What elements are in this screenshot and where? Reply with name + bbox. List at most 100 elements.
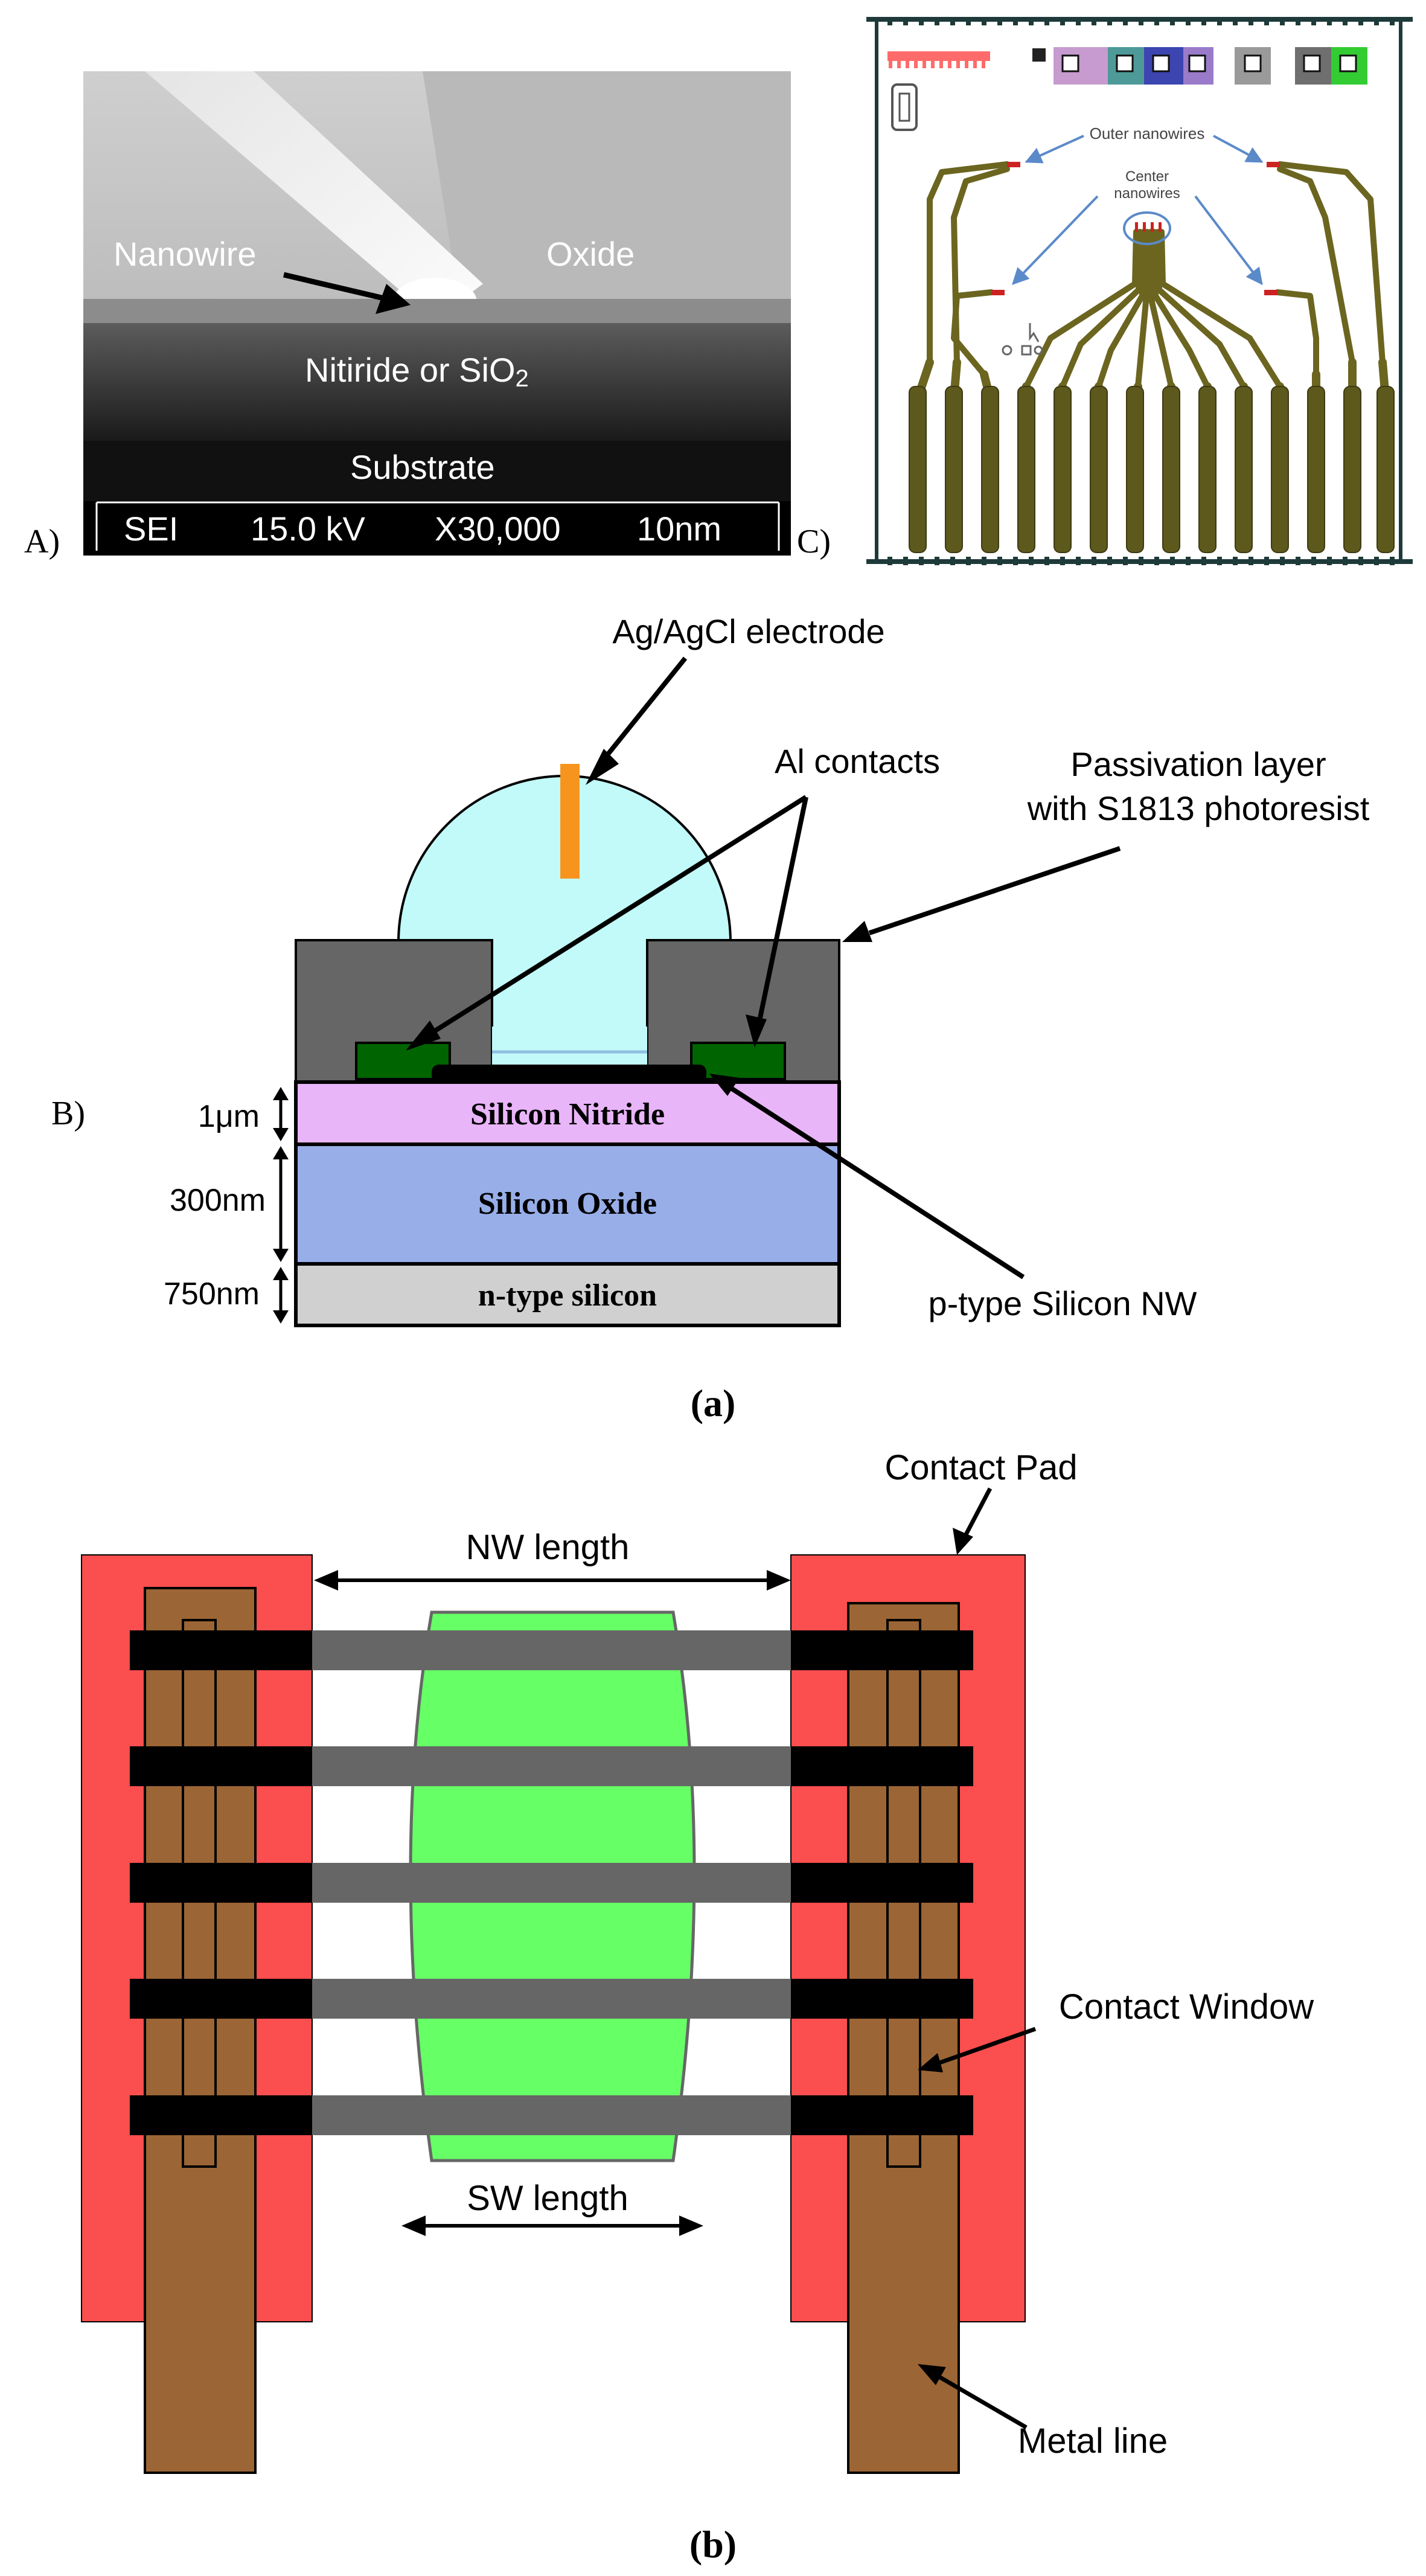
silicon-oxide-label: Silicon Oxide bbox=[478, 1187, 657, 1221]
frame-tick bbox=[1327, 557, 1332, 565]
contact-bar-left bbox=[130, 2095, 312, 2135]
frame-tick bbox=[1029, 557, 1034, 565]
sem-image: Nanowire Oxide Nitiride or SiO2 Substrat… bbox=[83, 71, 791, 556]
frame-tick bbox=[1264, 17, 1269, 25]
frame-tick bbox=[1233, 557, 1238, 565]
frame-tick bbox=[1280, 557, 1285, 565]
frame-tick bbox=[1029, 17, 1034, 25]
chip-trace bbox=[1148, 229, 1174, 389]
frame-tick bbox=[1186, 557, 1191, 565]
chip-bond-pad bbox=[1126, 386, 1144, 553]
frame-tick bbox=[1013, 17, 1018, 25]
frame-tick bbox=[1311, 17, 1316, 25]
cross-section-pointers bbox=[406, 656, 1121, 1280]
chip-trace bbox=[1277, 166, 1355, 365]
sem-oxide-label: Oxide bbox=[546, 235, 635, 273]
frame-tick bbox=[1249, 17, 1253, 25]
frame-tick bbox=[1092, 557, 1096, 565]
frame-tick bbox=[1013, 557, 1018, 565]
frame-tick bbox=[1060, 17, 1065, 25]
chip-bond-pad bbox=[1017, 386, 1035, 553]
center-nanowires-label-line2: nanowires bbox=[1114, 185, 1180, 202]
sem-status-scale: 10nm bbox=[637, 510, 721, 548]
frame-tick bbox=[1217, 17, 1222, 25]
chip-bond-pad bbox=[1235, 386, 1253, 553]
frame-tick bbox=[1311, 557, 1316, 565]
chip-bond-pad bbox=[1162, 386, 1180, 553]
electrode-label: Ag/AgCl electrode bbox=[612, 612, 884, 650]
label-B: B) bbox=[51, 1095, 85, 1132]
n-type-silicon-layer bbox=[294, 1262, 841, 1327]
contact-bar-right bbox=[791, 1863, 973, 1903]
frame-tick bbox=[1327, 17, 1332, 25]
label-C: C) bbox=[797, 523, 831, 560]
sem-nanowire-label: Nanowire bbox=[114, 235, 257, 273]
frame-tick bbox=[1044, 557, 1049, 565]
passivation-label-line1: Passivation layer bbox=[1070, 745, 1326, 783]
chip-trace bbox=[951, 289, 994, 377]
frame-tick bbox=[950, 17, 955, 25]
alignment-tooth bbox=[965, 61, 968, 68]
chip-trace bbox=[927, 161, 1010, 365]
frame-tick bbox=[1123, 557, 1128, 565]
contact-pad-label: Contact Pad bbox=[884, 1448, 1077, 1487]
chip-trace bbox=[1060, 229, 1143, 389]
sem-status-magnification: X30,000 bbox=[435, 510, 561, 548]
outer-nanowires bbox=[991, 162, 1280, 295]
chip-trace bbox=[1023, 229, 1139, 389]
sem-status-mode: SEI bbox=[124, 510, 178, 548]
silicon-nanowire bbox=[312, 1863, 791, 1903]
chip-trace bbox=[1151, 229, 1210, 389]
sw-length-label: SW length bbox=[467, 2179, 628, 2218]
contact-window-label: Contact Window bbox=[1059, 1987, 1314, 2027]
chip-bond-pad bbox=[1090, 386, 1108, 553]
frame-tick bbox=[935, 557, 939, 565]
al-contact-right bbox=[690, 1042, 786, 1080]
metal-line-label: Metal line bbox=[1018, 2421, 1168, 2461]
frame-tick bbox=[887, 557, 892, 565]
outer-nanowires-label: Outer nanowires bbox=[1090, 124, 1205, 143]
frame-tick bbox=[1092, 17, 1096, 25]
frame-tick bbox=[919, 557, 924, 565]
chip-frame-ticks bbox=[887, 17, 1395, 565]
frame-tick bbox=[1358, 17, 1363, 25]
frame-tick bbox=[1280, 17, 1285, 25]
frame-tick bbox=[1374, 17, 1379, 25]
chip-bond-pad bbox=[981, 386, 999, 553]
frame-tick bbox=[1233, 17, 1238, 25]
frame-tick bbox=[1296, 557, 1300, 565]
al-contacts-label: Al contacts bbox=[775, 742, 940, 780]
frame-tick bbox=[1390, 557, 1395, 565]
center-nanowire-highlight bbox=[1123, 211, 1171, 245]
chip-bond-pad bbox=[1271, 386, 1289, 553]
frame-tick bbox=[1044, 17, 1049, 25]
nanowire-rows bbox=[130, 1630, 973, 2135]
chip-bond-pad bbox=[1376, 386, 1395, 553]
chip-bond-pad bbox=[945, 386, 963, 553]
contact-bar-left bbox=[130, 1746, 312, 1786]
contact-bar-left bbox=[130, 1979, 312, 2019]
device-layout-diagram: NW length Contact Pad Contact Window SW … bbox=[81, 1448, 1314, 2474]
nw-length-label: NW length bbox=[466, 1528, 630, 1567]
nw-length-arrow bbox=[314, 1570, 791, 1591]
label-A: A) bbox=[24, 523, 60, 560]
frame-tick bbox=[1217, 557, 1222, 565]
chip-trace bbox=[1274, 289, 1319, 377]
frame-tick bbox=[1358, 557, 1363, 565]
layout-annotation-arrows bbox=[1012, 135, 1264, 286]
metal-line-left bbox=[144, 1587, 257, 2474]
alignment-tooth bbox=[922, 61, 926, 68]
chip-trace bbox=[1135, 229, 1150, 389]
p-type-nanowire bbox=[432, 1065, 706, 1083]
alignment-tooth bbox=[982, 61, 985, 68]
caption-b: (b) bbox=[689, 2523, 737, 2566]
frame-tick bbox=[966, 17, 971, 25]
frame-tick bbox=[1170, 557, 1175, 565]
frame-tick bbox=[1343, 17, 1348, 25]
sem-status-voltage: 15.0 kV bbox=[251, 510, 366, 548]
silicon-nanowire bbox=[312, 1979, 791, 2019]
sem-nitride-subscript: 2 bbox=[516, 365, 529, 392]
n-type-silicon-label: n-type silicon bbox=[478, 1278, 657, 1313]
dimension-arrows bbox=[273, 1087, 289, 1324]
contact-bar-left bbox=[130, 1863, 312, 1903]
